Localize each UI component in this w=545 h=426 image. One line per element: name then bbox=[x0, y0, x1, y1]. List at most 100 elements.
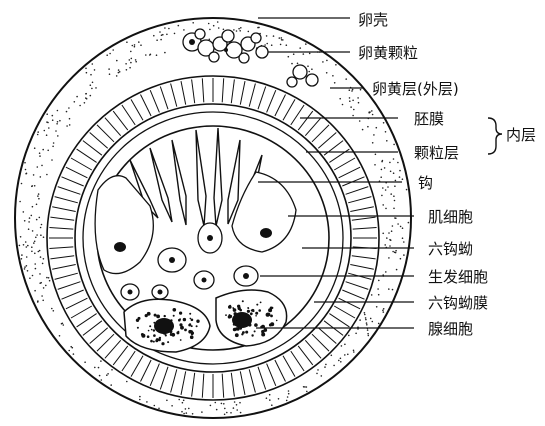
striation bbox=[297, 345, 314, 366]
stipple-dot bbox=[201, 411, 203, 413]
stipple-dot bbox=[108, 73, 111, 75]
gland-cell-nuclei bbox=[154, 312, 252, 334]
stipple-dot bbox=[71, 346, 74, 349]
granule bbox=[176, 331, 180, 335]
stipple-dot bbox=[367, 125, 369, 128]
stipple-dot bbox=[37, 193, 40, 195]
stipple-dot bbox=[317, 369, 319, 371]
stipple-dot bbox=[36, 301, 39, 303]
granule bbox=[152, 340, 155, 343]
stipple-dot bbox=[23, 220, 26, 222]
stipple-dot bbox=[389, 170, 392, 173]
striation bbox=[140, 94, 152, 117]
stipple-dot bbox=[36, 166, 39, 168]
striation bbox=[112, 110, 129, 131]
granule bbox=[164, 334, 167, 337]
granule bbox=[267, 314, 270, 317]
stipple-dot bbox=[153, 34, 155, 37]
stipple-dot bbox=[34, 267, 37, 270]
stipple-dot bbox=[340, 345, 343, 347]
stipple-dot bbox=[335, 64, 337, 66]
stipple-dot bbox=[145, 54, 147, 56]
stipple-dot bbox=[34, 252, 36, 255]
label-oncosphere-membrane: 六钩蚴膜 bbox=[428, 294, 488, 312]
label-muscle-cells: 肌细胞 bbox=[428, 208, 473, 226]
stipple-dot bbox=[399, 257, 402, 260]
stipple-dot bbox=[181, 401, 184, 404]
granular-layer-striations bbox=[49, 78, 377, 398]
granule bbox=[189, 317, 192, 320]
stipple-dot bbox=[230, 412, 232, 414]
granule bbox=[190, 325, 193, 328]
stipple-dot bbox=[108, 68, 110, 70]
stipple-dot bbox=[377, 288, 379, 290]
granule bbox=[167, 341, 170, 344]
striation bbox=[311, 124, 330, 143]
granule bbox=[268, 323, 272, 327]
stipple-dot bbox=[384, 131, 387, 133]
stipple-dot bbox=[377, 293, 380, 296]
stipple-dot bbox=[385, 207, 387, 210]
germinal-cells bbox=[120, 222, 259, 301]
stipple-dot bbox=[85, 97, 87, 99]
stipple-dot bbox=[47, 277, 50, 279]
striation bbox=[290, 104, 305, 126]
striation bbox=[76, 148, 97, 163]
stipple-dot bbox=[333, 364, 335, 367]
stipple-dot bbox=[66, 125, 68, 127]
stipple-dot bbox=[139, 395, 141, 398]
stipple-dot bbox=[93, 69, 96, 71]
granule bbox=[180, 325, 184, 330]
stipple-dot bbox=[339, 97, 342, 100]
stipple-dot bbox=[52, 142, 55, 144]
striation bbox=[257, 366, 267, 390]
striation bbox=[311, 333, 330, 352]
stipple-dot bbox=[282, 39, 284, 41]
granule bbox=[149, 325, 152, 328]
stipple-dot bbox=[381, 194, 383, 197]
stipple-dot bbox=[384, 244, 387, 246]
stipple-dot bbox=[85, 67, 87, 70]
stipple-dot bbox=[129, 66, 131, 69]
stipple-dot bbox=[177, 24, 180, 27]
striation bbox=[297, 110, 314, 131]
striation bbox=[159, 366, 169, 390]
striation bbox=[239, 371, 246, 395]
stipple-dot bbox=[391, 288, 394, 291]
striation bbox=[304, 339, 322, 359]
stipple-dot bbox=[348, 89, 351, 91]
stipple-dot bbox=[42, 258, 45, 260]
stipple-dot bbox=[277, 398, 280, 400]
granule bbox=[147, 329, 150, 332]
striation bbox=[351, 255, 376, 260]
stipple-dot bbox=[235, 30, 238, 32]
granule bbox=[179, 323, 183, 327]
stipple-dot bbox=[311, 68, 313, 70]
stipple-dot bbox=[272, 35, 275, 37]
stipple-dot bbox=[118, 71, 121, 73]
granule bbox=[184, 328, 187, 332]
stipple-dot bbox=[42, 148, 44, 151]
stipple-dot bbox=[35, 236, 37, 239]
granule bbox=[179, 311, 183, 315]
stipple-dot bbox=[38, 249, 41, 252]
stipple-dot bbox=[128, 59, 131, 61]
granule bbox=[228, 305, 232, 309]
stipple-dot bbox=[107, 373, 109, 375]
stipple-dot bbox=[226, 411, 228, 414]
stipple-dot bbox=[160, 38, 162, 41]
stipple-dot bbox=[351, 88, 354, 91]
stipple-dot bbox=[38, 152, 41, 154]
stipple-dot bbox=[236, 409, 238, 411]
stipple-dot bbox=[68, 349, 70, 352]
stipple-dot bbox=[380, 176, 383, 178]
stipple-dot bbox=[239, 401, 241, 404]
stipple-dot bbox=[52, 145, 54, 148]
stipple-dot bbox=[31, 274, 34, 277]
stipple-dot bbox=[192, 22, 194, 24]
stipple-dot bbox=[398, 176, 401, 178]
striation bbox=[351, 216, 376, 221]
striation bbox=[130, 355, 144, 377]
stipple-dot bbox=[158, 407, 160, 410]
